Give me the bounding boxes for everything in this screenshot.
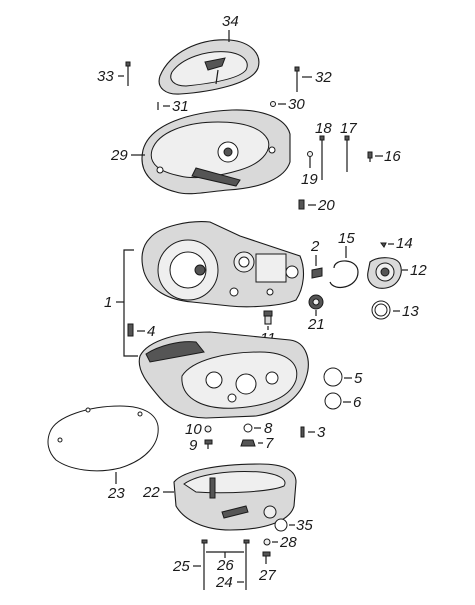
part-16-screw [367, 151, 373, 162]
part-18-bolt [319, 135, 325, 180]
callout-20: 20 [317, 197, 335, 214]
part-13-o-ring [371, 300, 391, 320]
part-4-dowel [127, 323, 134, 337]
callout-2: 2 [310, 238, 320, 255]
part-32-screw [294, 66, 300, 92]
callout-32: 32 [315, 69, 332, 86]
callout-4: 4 [147, 323, 155, 340]
callout-29: 29 [110, 147, 128, 164]
part-10-washer [204, 425, 212, 433]
callout-10: 10 [185, 421, 202, 438]
callout-23: 23 [107, 485, 125, 502]
part-14-screw [380, 242, 387, 248]
part-12-seal-housing [367, 257, 402, 289]
part-27-screw [262, 551, 271, 564]
part-30-washer [270, 101, 276, 107]
callout-34: 34 [222, 13, 239, 30]
callout-27: 27 [258, 567, 276, 584]
callout-3: 3 [317, 424, 326, 441]
callout-21: 21 [307, 316, 325, 333]
callout-5: 5 [354, 370, 363, 387]
part-25-long-bolt [201, 539, 208, 590]
callout-1: 1 [104, 294, 112, 311]
callout-16: 16 [384, 148, 401, 165]
callout-9: 9 [189, 437, 198, 454]
part-crankcase-lower [138, 331, 309, 419]
part-28-washer [263, 538, 271, 546]
part-11-drain-plug [263, 310, 273, 325]
callout-28: 28 [279, 534, 297, 551]
part-3-pin [300, 426, 305, 438]
callout-6: 6 [353, 394, 362, 411]
part-20-dowel [298, 199, 305, 210]
callout-12: 12 [410, 262, 427, 279]
part-29-side-cover [141, 109, 291, 195]
part-23-gasket [47, 405, 159, 472]
callout-22: 22 [142, 484, 160, 501]
part-17-bolt [344, 135, 350, 172]
callout-8: 8 [264, 420, 273, 437]
part-19-pin [307, 151, 313, 168]
part-34-top-cover [158, 39, 260, 95]
part-9-screw [204, 439, 213, 449]
callout-15: 15 [338, 230, 355, 247]
part-7-nut [240, 439, 256, 447]
callout-14: 14 [396, 235, 413, 252]
part-22-lower-cover [173, 463, 297, 531]
callout-35: 35 [296, 517, 313, 534]
callout-26: 26 [216, 557, 234, 574]
callout-33: 33 [97, 68, 114, 85]
part-2-plug [311, 267, 323, 279]
part-33-screw [125, 61, 131, 86]
part-crankcase-upper [141, 221, 305, 308]
callout-17: 17 [340, 120, 357, 137]
part-35-ring [274, 518, 288, 532]
bracket-1 [123, 249, 138, 357]
callout-30: 30 [288, 96, 305, 113]
callout-25: 25 [172, 558, 190, 575]
callout-13: 13 [402, 303, 419, 320]
part-21-bushing [308, 294, 324, 310]
callout-19: 19 [301, 171, 318, 188]
part-6-ring [324, 392, 342, 410]
callout-18: 18 [315, 120, 332, 137]
callout-24: 24 [215, 574, 233, 591]
part-24-long-bolt [243, 539, 250, 590]
callout-7: 7 [265, 435, 274, 452]
part-8-washer [243, 423, 253, 433]
part-15-circlip [329, 260, 359, 289]
part-5-ring [323, 367, 343, 387]
callout-31: 31 [172, 98, 189, 115]
